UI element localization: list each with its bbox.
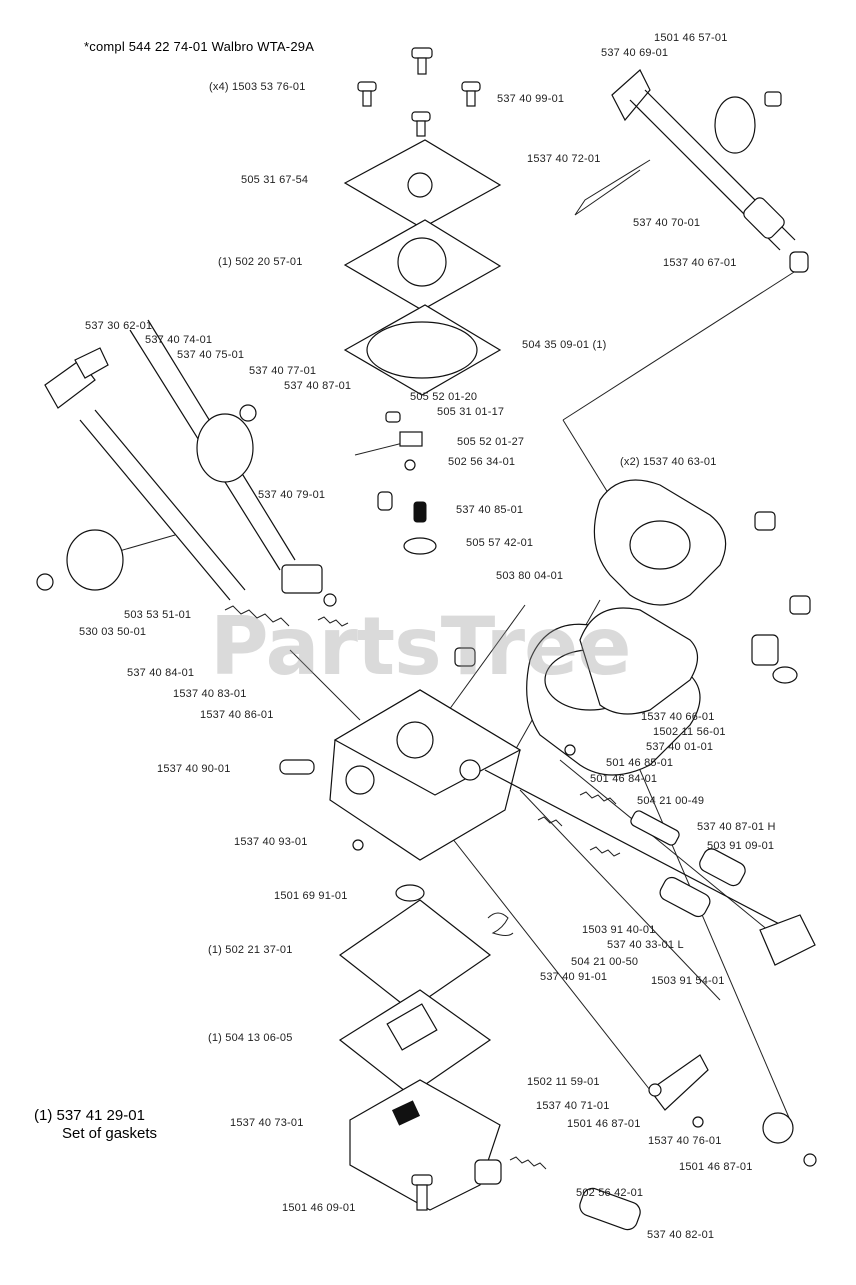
part-label[interactable]: 537 40 85-01 bbox=[456, 504, 524, 516]
lower-levers bbox=[648, 1054, 817, 1167]
part-label[interactable]: 1537 40 83-01 bbox=[173, 688, 247, 700]
choke-shaft-assembly bbox=[36, 319, 337, 607]
part-label[interactable]: 501 46 85-01 bbox=[606, 757, 674, 769]
part-label[interactable]: 1501 46 87-01 bbox=[567, 1118, 641, 1130]
part-label[interactable]: 537 40 33-01 L bbox=[607, 939, 684, 951]
part-label[interactable]: 537 40 82-01 bbox=[647, 1229, 715, 1241]
part-label[interactable]: 1501 46 09-01 bbox=[282, 1202, 356, 1214]
part-label[interactable]: 502 56 34-01 bbox=[448, 456, 516, 468]
gasket-set-description: Set of gaskets bbox=[62, 1125, 158, 1142]
part-label[interactable]: 505 52 01-27 bbox=[457, 436, 525, 448]
part-label[interactable]: 504 35 09-01 (1) bbox=[522, 339, 607, 351]
part-label[interactable]: 1501 69 91-01 bbox=[274, 890, 348, 902]
part-label[interactable]: 537 40 91-01 bbox=[540, 971, 608, 983]
part-label[interactable]: 1537 40 93-01 bbox=[234, 836, 308, 848]
top-gasket-stack bbox=[343, 139, 502, 396]
part-label[interactable]: 504 21 00-49 bbox=[637, 795, 705, 807]
part-label[interactable]: 505 31 67-54 bbox=[241, 174, 309, 186]
part-label[interactable]: 503 80 04-01 bbox=[496, 570, 564, 582]
part-label[interactable]: 1537 40 66-01 bbox=[641, 711, 715, 723]
watermark: PartsTree bbox=[210, 600, 632, 693]
part-label[interactable]: (1) 504 13 06-05 bbox=[208, 1032, 293, 1044]
assembly-header: *compl 544 22 74-01 Walbro WTA-29A bbox=[84, 39, 315, 54]
spring-set bbox=[224, 605, 621, 1170]
part-label[interactable]: 537 40 79-01 bbox=[258, 489, 326, 501]
part-label[interactable]: 1537 40 73-01 bbox=[230, 1117, 304, 1129]
part-label[interactable]: 537 40 01-01 bbox=[646, 741, 714, 753]
inlet-needle-parts bbox=[354, 411, 437, 555]
part-label[interactable]: 537 40 99-01 bbox=[497, 93, 565, 105]
part-label[interactable]: (x2) 1537 40 63-01 bbox=[620, 456, 717, 468]
part-label[interactable]: 537 40 70-01 bbox=[633, 217, 701, 229]
part-label[interactable]: 505 31 01-17 bbox=[437, 406, 505, 418]
throttle-lever-assembly bbox=[574, 69, 809, 273]
part-label[interactable]: 501 46 84-01 bbox=[590, 773, 658, 785]
part-label[interactable]: 505 57 42-01 bbox=[466, 537, 534, 549]
part-label[interactable]: 537 40 75-01 bbox=[177, 349, 245, 361]
part-label[interactable]: 1537 40 71-01 bbox=[536, 1100, 610, 1112]
adjusting-needles bbox=[484, 744, 816, 966]
part-label[interactable]: 1503 91 40-01 bbox=[582, 924, 656, 936]
part-label[interactable]: 1537 40 90-01 bbox=[157, 763, 231, 775]
part-label[interactable]: 537 30 62-01 bbox=[85, 320, 153, 332]
part-label[interactable]: 1502 11 59-01 bbox=[527, 1076, 600, 1088]
part-label[interactable]: 504 21 00-50 bbox=[571, 956, 639, 968]
part-label[interactable]: 1501 46 57-01 bbox=[654, 32, 728, 44]
pump-cover bbox=[349, 1079, 641, 1231]
part-label[interactable]: 1537 40 67-01 bbox=[663, 257, 737, 269]
part-label[interactable]: 503 91 09-01 bbox=[707, 840, 775, 852]
gasket-set-note: (1) 537 41 29-01 Set of gaskets bbox=[34, 1107, 157, 1143]
part-label[interactable]: 505 52 01-20 bbox=[410, 391, 478, 403]
top-screw-group bbox=[357, 47, 481, 137]
part-label[interactable]: 537 40 77-01 bbox=[249, 365, 317, 377]
part-label[interactable]: 537 40 87-01 bbox=[284, 380, 352, 392]
part-label[interactable]: 1537 40 86-01 bbox=[200, 709, 274, 721]
part-label[interactable]: (1) 502 20 57-01 bbox=[218, 256, 303, 268]
part-label[interactable]: 1501 46 87-01 bbox=[679, 1161, 753, 1173]
part-label[interactable]: 537 40 87-01 H bbox=[697, 821, 776, 833]
intake-gasket-plates bbox=[526, 607, 701, 776]
part-label[interactable]: 503 53 51-01 bbox=[124, 609, 192, 621]
bottom-gasket-stack bbox=[338, 884, 514, 1096]
part-label[interactable]: 1503 91 54-01 bbox=[651, 975, 725, 987]
part-label[interactable]: 537 40 69-01 bbox=[601, 47, 669, 59]
gasket-set-part-number[interactable]: (1) 537 41 29-01 bbox=[34, 1107, 145, 1124]
part-label[interactable]: 1537 40 76-01 bbox=[648, 1135, 722, 1147]
carburetor-body bbox=[279, 647, 522, 861]
part-label[interactable]: 530 03 50-01 bbox=[79, 626, 147, 638]
carb-bracket-housing bbox=[593, 479, 811, 684]
part-label[interactable]: 537 40 74-01 bbox=[145, 334, 213, 346]
part-label[interactable]: 537 40 84-01 bbox=[127, 667, 195, 679]
part-label[interactable]: (1) 502 21 37-01 bbox=[208, 944, 293, 956]
part-label[interactable]: 1537 40 72-01 bbox=[527, 153, 601, 165]
part-label[interactable]: 502 56 42-01 bbox=[576, 1187, 644, 1199]
part-label[interactable]: 1502 11 56-01 bbox=[653, 726, 726, 738]
part-label[interactable]: (x4) 1503 53 76-01 bbox=[209, 81, 306, 93]
